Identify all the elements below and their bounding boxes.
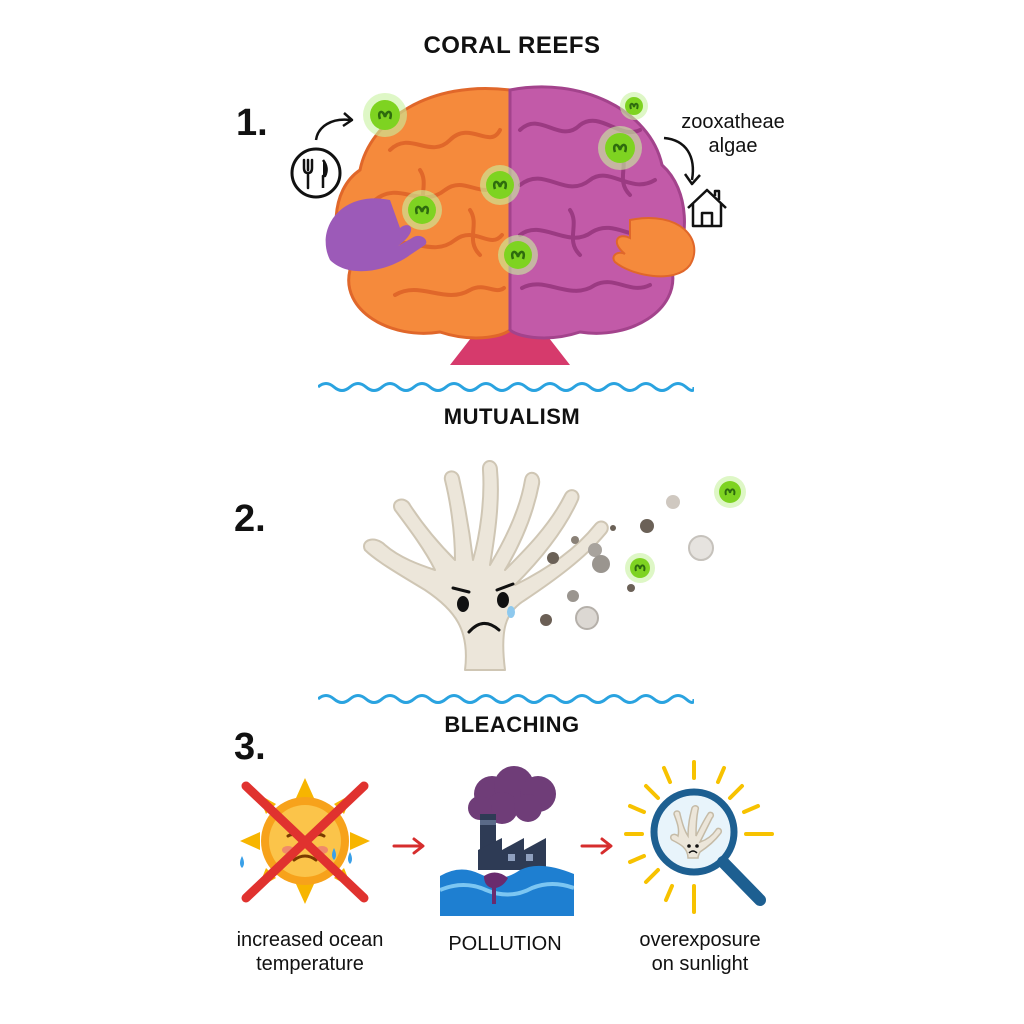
algae-annotation: zooxatheae algae	[668, 110, 798, 158]
step-number-2: 2.	[234, 498, 266, 540]
algae-cell-icon	[625, 553, 655, 583]
sad-face-icon	[451, 582, 515, 634]
water-wave-divider	[318, 382, 694, 392]
step-number-1: 1.	[236, 102, 268, 144]
bleached-coral-illustration	[363, 460, 746, 671]
smoke-cloud	[468, 766, 556, 824]
tiny-bleached-coral	[669, 805, 723, 859]
algae-cell-icon	[480, 165, 520, 205]
fork-knife-icon	[290, 147, 342, 199]
coral-right-arm	[612, 217, 696, 278]
mutualism-label: MUTUALISM	[443, 404, 581, 429]
algae-cell-icon	[714, 476, 746, 508]
cause-label-pollution: POLLUTION	[405, 932, 605, 956]
cause-temperature-line1: increased ocean	[236, 929, 384, 951]
algae-cell-icon	[402, 190, 442, 230]
expelled-particles	[540, 495, 714, 630]
algae-cell-icon	[363, 93, 407, 137]
coral-left-arm	[325, 198, 427, 272]
sun-rays	[624, 760, 774, 914]
brain-coral-illustration	[325, 85, 696, 365]
curved-arrow-icon	[663, 136, 701, 186]
curved-arrow-icon	[314, 112, 354, 141]
bleaching-label: BLEACHING	[444, 712, 580, 737]
cause-sunlight-line2: on sunlight	[651, 953, 749, 975]
crossed-sun-icon	[240, 778, 370, 904]
magnifier-handle	[717, 856, 766, 906]
ocean-water	[440, 865, 574, 916]
factory-icon	[440, 766, 574, 916]
cause-label-sunlight: overexposure on sunlight	[600, 928, 800, 976]
algae-cell-icon	[620, 92, 648, 120]
house-icon	[687, 188, 727, 228]
step-number-3: 3.	[234, 726, 266, 768]
algae-cell-icon	[498, 235, 538, 275]
algae-cell-icon	[598, 126, 642, 170]
red-cross-mark	[241, 781, 369, 903]
bleached-coral-body	[363, 460, 609, 671]
cause-label-temperature: increased ocean temperature	[210, 928, 410, 976]
algae-label-line2: algae	[708, 135, 758, 157]
algae-cells	[363, 92, 648, 275]
magnifier-sun-icon	[624, 760, 774, 914]
pollution-spill	[484, 872, 508, 904]
water-wave-divider	[318, 694, 694, 704]
cause-temperature-line2: temperature	[256, 953, 364, 975]
page-title: CORAL REEFS	[423, 32, 601, 59]
arrow-right-icon	[580, 837, 613, 855]
cause-pollution-line1: POLLUTION	[448, 933, 562, 955]
cause-sunlight-line1: overexposure	[639, 929, 761, 951]
arrow-right-icon	[392, 837, 425, 855]
algae-label-line1: zooxatheae	[681, 111, 785, 133]
